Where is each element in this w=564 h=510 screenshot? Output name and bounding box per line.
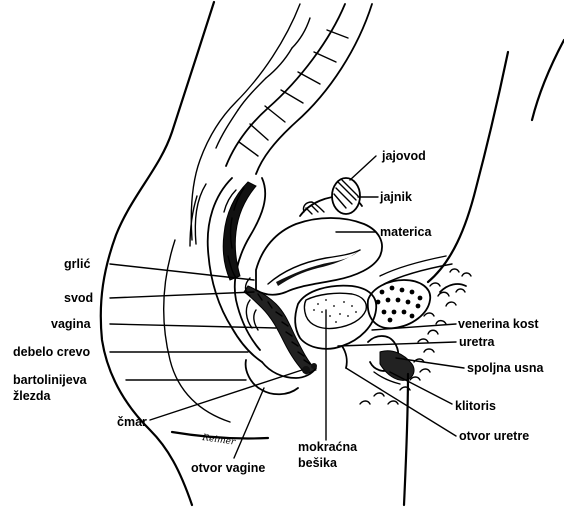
label-venerina-kost: venerina kost — [458, 317, 539, 331]
label-spoljna-usna: spoljna usna — [467, 361, 544, 375]
tube-ovary — [300, 178, 362, 216]
bladder-dots — [313, 299, 357, 323]
label-svod: svod — [64, 291, 93, 305]
label-materica: materica — [380, 225, 432, 239]
label-cmar: čmar — [117, 415, 147, 429]
label-mokracna-2: bešika — [298, 456, 338, 470]
label-jajnik: jajnik — [379, 190, 412, 204]
label-bartolinijeva-2: žlezda — [13, 389, 52, 403]
label-debelo-crevo: debelo crevo — [13, 345, 90, 359]
label-mokracna-1: mokraćna — [298, 440, 358, 454]
pubic-bone — [368, 256, 466, 328]
uterus — [246, 218, 383, 296]
label-otvor-uretre: otvor uretre — [459, 429, 529, 443]
label-uretra: uretra — [459, 335, 495, 349]
label-jajovod: jajovod — [381, 149, 426, 163]
label-vagina: vagina — [51, 317, 92, 331]
body-outline — [101, 2, 508, 505]
artist-signature: Reimer — [201, 433, 237, 448]
label-bartolinijeva-1: bartolinijeva — [13, 373, 88, 387]
bladder — [295, 286, 376, 349]
label-klitoris: klitoris — [455, 399, 496, 413]
label-otvor-vagine: otvor vagine — [191, 461, 265, 475]
label-grlic: grlić — [64, 257, 90, 271]
vagina-canal — [244, 286, 316, 374]
